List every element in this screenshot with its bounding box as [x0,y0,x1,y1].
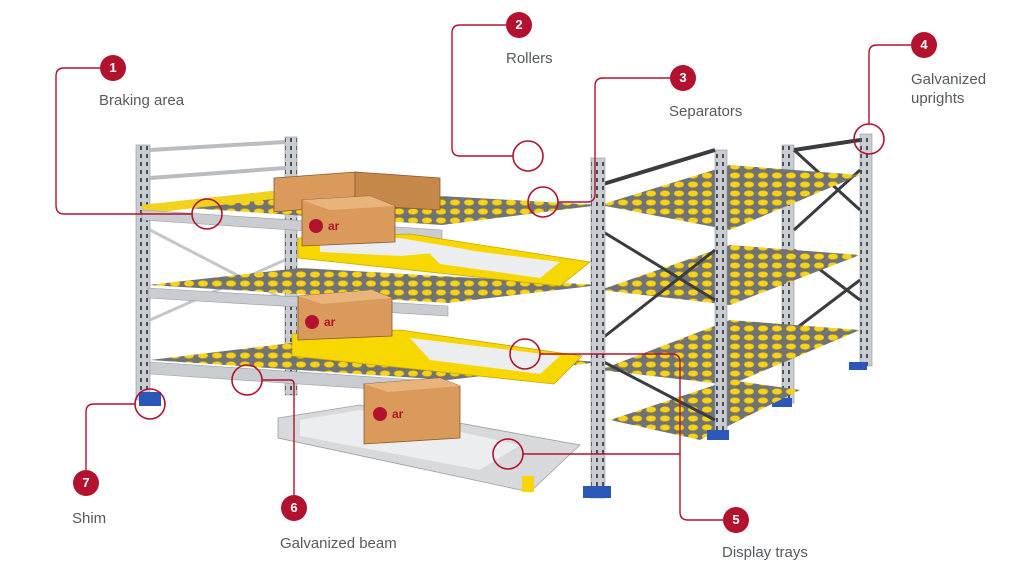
callout-label-braking-area: Braking area [99,92,185,109]
box-logo: ar [328,219,340,233]
box-logo: ar [392,407,404,421]
upright-far-right [859,133,873,367]
callout-badge-4: 4 [911,32,937,58]
callout-badge-7: 7 [73,470,99,496]
callout-label-display-trays: Display trays [722,544,808,561]
box-top-front: ar [301,195,396,247]
box-bottom: ar [363,377,461,445]
rack-right-sections [583,133,873,499]
callout-leaders [55,24,911,521]
callout-badge-6: 6 [281,495,307,521]
roller-bed-mid-left [148,268,600,303]
roller-bed-low-right [600,320,860,385]
box-middle: ar [297,289,393,341]
callout-label-rollers: Rollers [506,50,553,67]
display-trays-and-boxes: ar ar ar [273,171,591,493]
callout-badge-2: 2 [506,12,532,38]
shim-block [139,392,161,406]
upright-center-right [714,149,728,436]
callout-label-shim: Shim [72,510,107,527]
callout-label-galvanized-uprights: Galvanized uprights [911,71,987,107]
box-logo: ar [324,315,336,329]
upright-front-left [135,144,151,401]
callout-label-separators: Separators [669,103,743,120]
callout-badge-1: 1 [100,55,126,81]
galvanized-upright-front [590,157,606,499]
roller-bed-top-right [600,165,860,230]
callout-badge-5: 5 [723,507,749,533]
callout-label-galvanized-beam: Galvanized beam [280,535,397,552]
callout-badge-3: 3 [670,65,696,91]
